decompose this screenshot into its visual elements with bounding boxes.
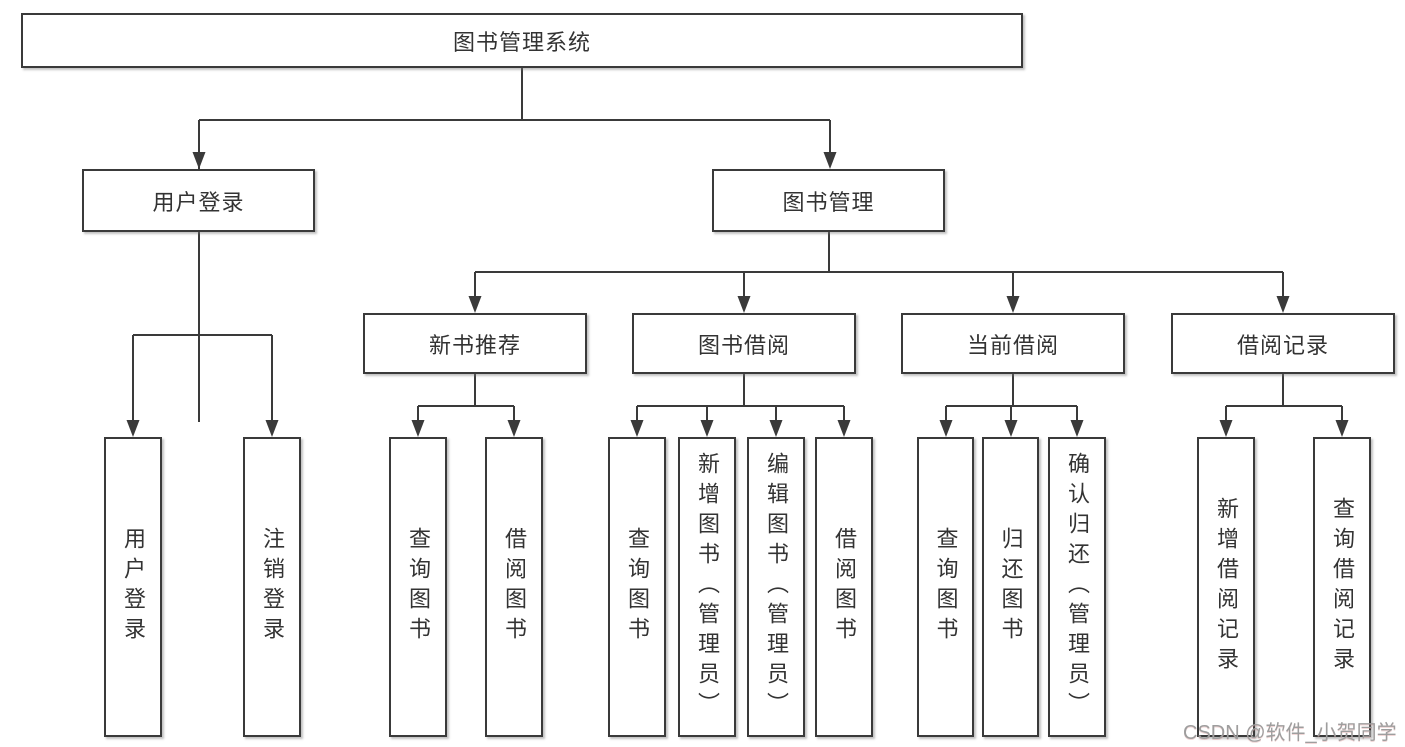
leaf-logout: 注销登录 [243,437,301,737]
leaf-logout-label: 注销登录 [260,527,285,647]
leaf-current-return-label: 归还图书 [998,527,1024,647]
leaf-records-query: 查询借阅记录 [1313,437,1371,737]
leaf-newbook-borrow-label: 借阅图书 [502,527,527,647]
leaf-borrow-add-admin: 新增图书（管理员） [678,437,736,737]
node-book-management-label: 图书管理 [782,189,875,215]
leaf-user-login-label: 用户登录 [121,527,146,647]
node-book-management: 图书管理 [712,169,945,232]
leaf-newbook-borrow: 借阅图书 [485,437,543,737]
connector-current-to-leaves [945,374,1078,422]
node-borrow-records: 借阅记录 [1171,313,1395,374]
leaf-records-query-label: 查询借阅记录 [1330,497,1355,677]
csdn-watermark: CSDN @软件_小贺同学 [1183,722,1397,744]
connector-newbook-to-leaves [417,374,515,422]
leaf-newbook-query: 查询图书 [389,437,447,737]
leaf-current-query: 查询图书 [917,437,974,737]
leaf-current-query-label: 查询图书 [933,527,959,647]
node-new-book-recommend: 新书推荐 [363,313,587,374]
node-user-login-label: 用户登录 [152,189,245,215]
leaf-records-add-label: 新增借阅记录 [1214,497,1239,677]
leaf-user-login: 用户登录 [104,437,162,737]
leaf-current-confirm-admin: 确认归还（管理员） [1048,437,1106,737]
node-root: 图书管理系统 [21,13,1023,68]
connector-records-to-leaves [1225,374,1343,422]
node-current-borrow-label: 当前借阅 [966,332,1059,358]
leaf-records-add: 新增借阅记录 [1197,437,1255,737]
leaf-borrow-edit-admin-label: 编辑图书（管理员） [764,452,789,722]
leaf-borrow-query: 查询图书 [608,437,666,737]
node-new-book-recommend-label: 新书推荐 [428,332,521,358]
node-book-borrow: 图书借阅 [632,313,856,374]
leaf-borrow-borrow: 借阅图书 [815,437,873,737]
leaf-borrow-add-admin-label: 新增图书（管理员） [695,452,720,722]
connector-login-to-leaves [132,232,273,422]
leaf-current-return: 归还图书 [982,437,1039,737]
leaf-borrow-borrow-label: 借阅图书 [832,527,857,647]
leaf-newbook-query-label: 查询图书 [406,527,431,647]
node-current-borrow: 当前借阅 [901,313,1125,374]
connector-bookmgmt-to-level3 [474,232,1284,298]
node-book-borrow-label: 图书借阅 [697,332,790,358]
node-root-label: 图书管理系统 [452,29,591,55]
node-borrow-records-label: 借阅记录 [1236,332,1329,358]
node-user-login: 用户登录 [82,169,315,232]
connector-borrow-to-leaves [636,374,845,422]
leaf-borrow-edit-admin: 编辑图书（管理员） [747,437,805,737]
leaf-borrow-query-label: 查询图书 [625,527,650,647]
leaf-current-confirm-admin-label: 确认归还（管理员） [1065,452,1090,722]
